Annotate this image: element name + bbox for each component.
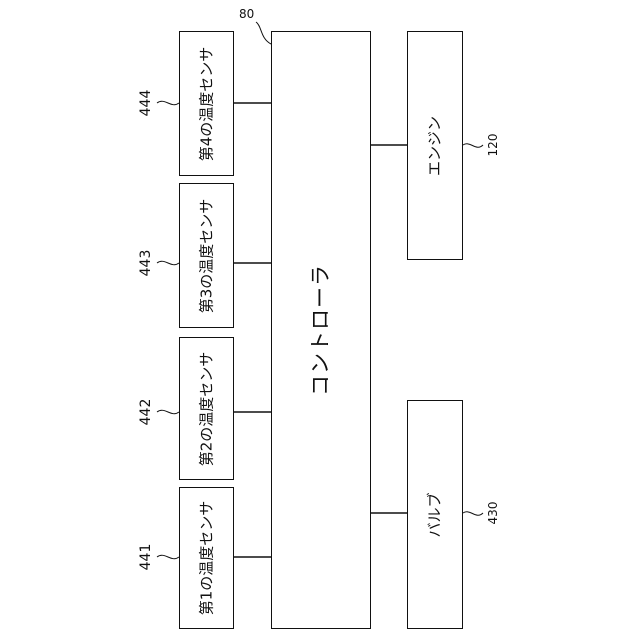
engine-box: エンジン: [407, 31, 463, 260]
valve-ref: 430: [487, 502, 499, 525]
leader-430: [463, 512, 483, 516]
sensor-box-444: 第4の温度センサ: [179, 31, 234, 176]
sensor-ref-444: 444: [139, 90, 153, 117]
leader-444: [157, 101, 179, 104]
leader-441: [157, 555, 179, 558]
sensor-box-442: 第2の温度センサ: [179, 337, 234, 480]
controller-label: コントローラ: [311, 264, 332, 396]
sensor-label-442: 第2の温度センサ: [199, 351, 214, 466]
leader-120: [463, 144, 483, 148]
leader-442: [157, 410, 179, 413]
sensor-label-444: 第4の温度センサ: [199, 46, 214, 161]
controller-ref: 80: [239, 8, 254, 20]
sensor-ref-442: 442: [139, 399, 153, 426]
engine-ref: 120: [487, 134, 499, 157]
sensor-label-443: 第3の温度センサ: [199, 198, 214, 313]
engine-label: エンジン: [428, 115, 443, 175]
sensor-ref-441: 441: [139, 544, 153, 571]
sensor-box-441: 第1の温度センサ: [179, 487, 234, 629]
leader-443: [157, 261, 179, 264]
valve-label: バルブ: [428, 492, 443, 537]
sensor-box-443: 第3の温度センサ: [179, 183, 234, 328]
leader-80: [256, 22, 271, 44]
valve-box: バルブ: [407, 400, 463, 629]
sensor-ref-443: 443: [139, 250, 153, 277]
controller-box: コントローラ: [271, 31, 371, 629]
sensor-label-441: 第1の温度センサ: [199, 501, 214, 616]
